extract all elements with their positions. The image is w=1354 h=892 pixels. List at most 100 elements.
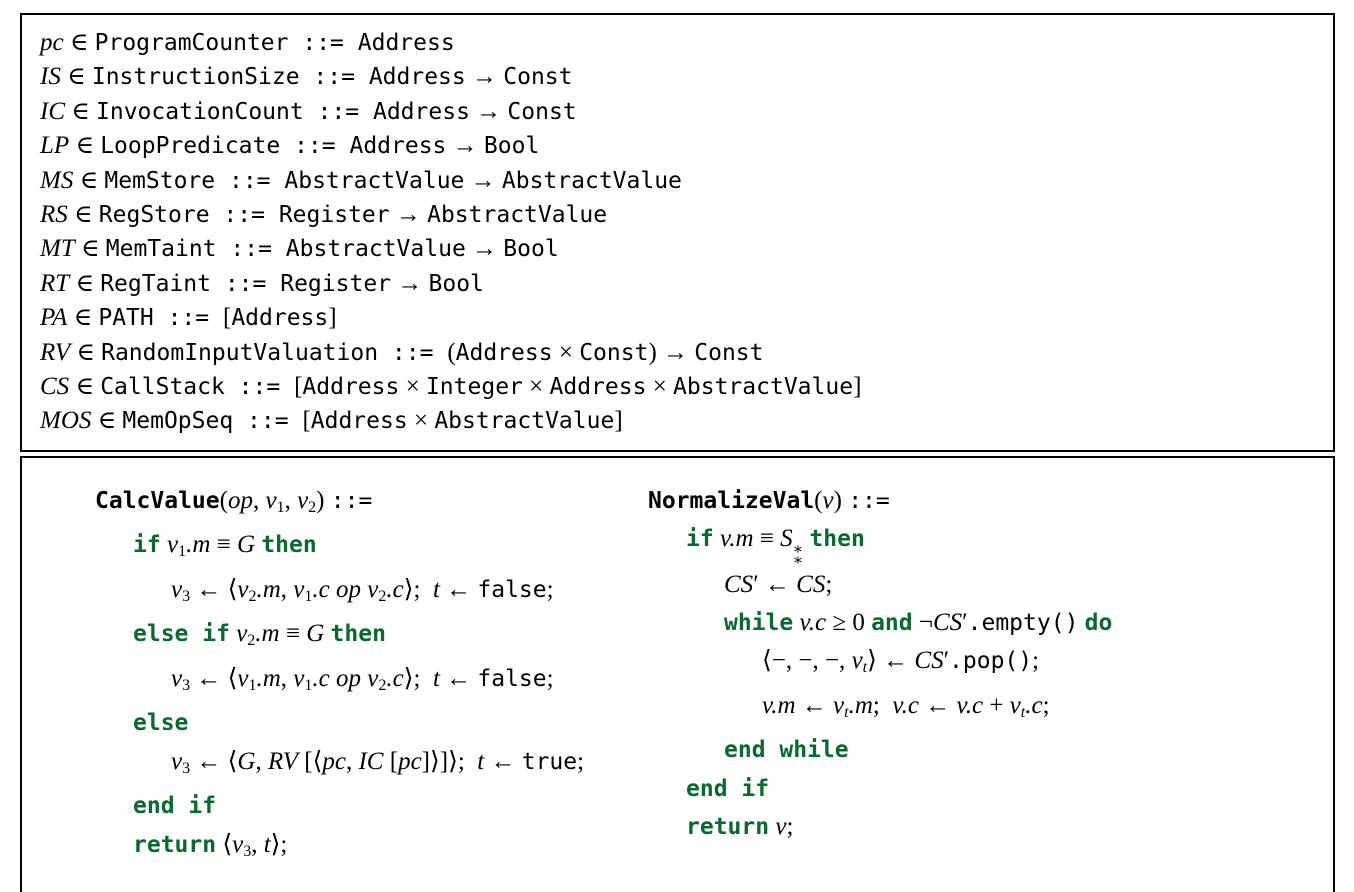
token: op (227, 486, 253, 514)
token: do (1084, 609, 1113, 636)
token: ← (484, 747, 522, 775)
token: v (232, 830, 244, 858)
token: false (477, 576, 547, 603)
token: , (252, 486, 266, 514)
token: ← ⟨ (190, 747, 238, 775)
token: → (465, 63, 504, 91)
token: ::= (209, 202, 279, 229)
token: Address (302, 374, 400, 401)
token: MS (40, 166, 74, 194)
token: 3 (243, 842, 252, 860)
token: Register (280, 270, 392, 297)
token: ::= (288, 30, 358, 56)
token: t (432, 575, 440, 603)
token: Address (372, 98, 470, 125)
token: → (391, 269, 429, 297)
token: ) (648, 338, 657, 366)
token: RT (40, 269, 70, 297)
code-line: CS′ ← CS; (648, 566, 1333, 604)
token: PATH (98, 305, 154, 332)
token: while (724, 609, 794, 636)
token: → (446, 132, 484, 160)
token: AbstractValue (434, 408, 615, 435)
token: Address (349, 133, 447, 160)
token: .m (256, 575, 281, 603)
token: ; (1042, 691, 1050, 719)
token: v (237, 575, 249, 603)
token: .c (386, 575, 404, 603)
token: Const (507, 98, 577, 125)
token: CS (914, 647, 944, 675)
token: v (171, 747, 183, 775)
token: → (469, 97, 508, 125)
token: v (293, 575, 305, 603)
token: ← (439, 664, 478, 692)
definition-line: MT ∈ MemTaint ::= AbstractValue → Bool (40, 232, 1333, 266)
token: Integer (425, 374, 523, 401)
token: ( (219, 486, 228, 514)
token: ← (439, 575, 478, 603)
token: ← (918, 691, 957, 719)
token: + (983, 691, 1010, 719)
token: v (297, 486, 309, 514)
token: 2 (247, 632, 256, 650)
token: Address (231, 305, 329, 332)
token: AbstractValue (285, 236, 466, 263)
token: v.c (956, 691, 984, 719)
token: v (236, 620, 248, 648)
token: InvocationCount (96, 98, 304, 125)
token: .m (256, 664, 281, 692)
code-line: end if (648, 770, 1333, 809)
token: 3 (182, 759, 191, 777)
token: AbstractValue (284, 167, 465, 194)
token: v.m (719, 525, 754, 553)
token: .m (848, 691, 873, 719)
token: t (263, 830, 271, 858)
token: pc (40, 29, 64, 56)
token: 1 (178, 543, 187, 561)
token: ::= (224, 374, 295, 401)
token: MT (40, 235, 75, 263)
token: LP (40, 132, 70, 160)
algorithm-calcvalue: CalcValue(op, v1, v2) ::=if v1.m ≡ G the… (22, 482, 648, 871)
token: 2 (378, 676, 387, 694)
token: then (261, 532, 317, 559)
token: .m (255, 620, 280, 648)
token: ⟨−, −, −, (762, 647, 852, 675)
token: IC (40, 97, 65, 125)
token: ::= (299, 64, 369, 91)
code-line: if v1.m ≡ G then (95, 526, 648, 571)
token: .c (312, 575, 337, 603)
token: NormalizeVal (648, 487, 815, 514)
code-line: end if (95, 787, 648, 826)
token: ≡ (210, 531, 237, 559)
token: end if (686, 775, 770, 802)
token: ::= (215, 167, 285, 194)
token: ∈ (60, 63, 92, 91)
token: IC (358, 747, 384, 775)
token: RegTaint (100, 270, 211, 297)
token: ::= (280, 133, 350, 160)
token: G (306, 620, 325, 648)
token: ] (853, 373, 862, 401)
token: ⟩; (270, 830, 288, 858)
token: then (809, 526, 865, 553)
definition-line: RV ∈ RandomInputValuation ::= (Address ×… (40, 336, 1333, 370)
token: ( (447, 338, 456, 366)
token: Register (278, 202, 390, 229)
definition-line: IC ∈ InvocationCount ::= Address → Const (40, 95, 1333, 129)
token: op (336, 575, 362, 603)
token: → (389, 201, 428, 229)
token: v.m (762, 691, 796, 719)
token: v (833, 691, 845, 719)
token: ∈ (63, 29, 95, 56)
token: InstructionSize (91, 64, 300, 91)
token: CS (724, 571, 754, 599)
token: ; (577, 747, 585, 775)
token: 2 (308, 498, 317, 516)
token: ≥ 0 (826, 608, 872, 636)
token: and (871, 609, 913, 636)
